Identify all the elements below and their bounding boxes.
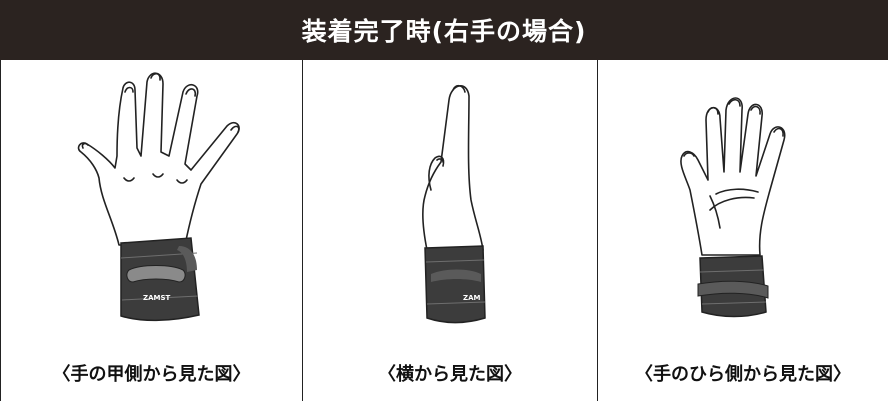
brace-brand-label: ZAM xyxy=(463,294,480,302)
caption-palm-view: 〈手のひら側から見た図〉 xyxy=(635,364,851,385)
side-hand-illustration: ZAM xyxy=(422,84,486,324)
brace-brand-label: ZAMST xyxy=(143,294,171,302)
panel-palm-view: 〈手のひら側から見た図〉 xyxy=(598,60,888,401)
caption-side-view: 〈横から見た図〉 xyxy=(378,364,522,385)
panel-side-view: ZAM 〈横から見た図〉 xyxy=(303,60,598,401)
header-title: 装着完了時(右手の場合) xyxy=(301,17,587,46)
wrist-brace: ZAM xyxy=(424,245,486,324)
wrist-brace xyxy=(697,255,769,318)
back-of-hand-illustration: ZAMST xyxy=(77,72,240,322)
caption-back-view: 〈手の甲側から見た図〉 xyxy=(52,364,251,385)
illustration-panels: ZAMST 〈手の甲側から見た図〉 ZAM 〈横から見 xyxy=(0,60,888,401)
palm-hand-illustration xyxy=(680,97,786,318)
panel-back-view: ZAMST 〈手の甲側から見た図〉 xyxy=(0,60,303,401)
page-header: 装着完了時(右手の場合) xyxy=(0,0,888,60)
wrist-brace: ZAMST xyxy=(120,237,200,322)
